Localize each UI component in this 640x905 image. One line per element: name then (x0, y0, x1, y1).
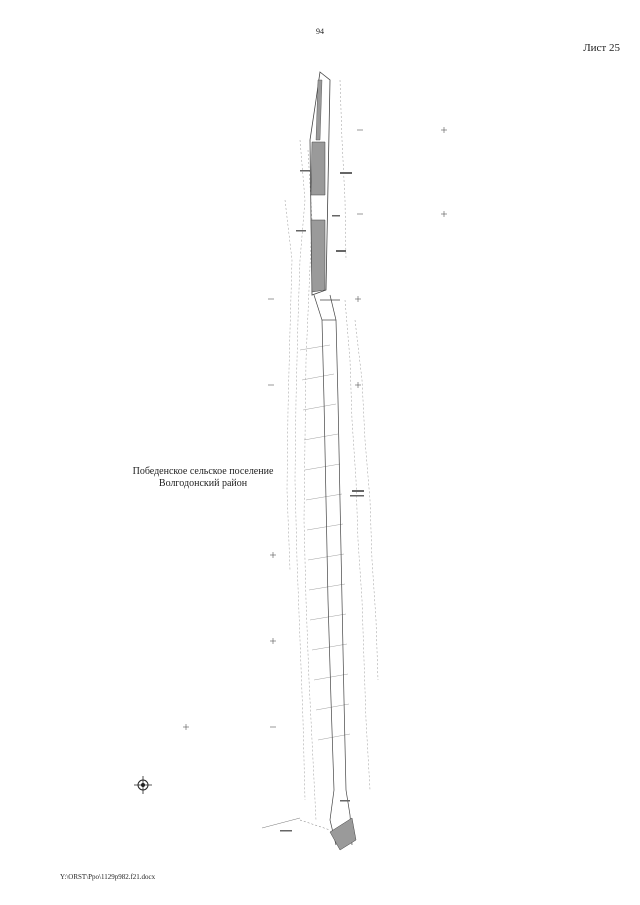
annotation-marks (280, 170, 364, 832)
southern-parcel (261, 817, 357, 851)
sheet-label: Лист 25 (583, 42, 620, 54)
district-name: Волгодонский район (158, 478, 248, 489)
shaded-parcel-upper (310, 141, 326, 196)
cross-ticks (299, 344, 351, 741)
corridor-strip (313, 294, 353, 846)
area-label: Победенское сельское поселение Волгодонс… (128, 466, 278, 490)
grid-crosses (183, 127, 447, 730)
file-path: Y:\ORST\Ppo\1129p982.f21.docx (60, 873, 156, 881)
contour-lines (284, 139, 317, 821)
shaded-parcel-lower (310, 219, 326, 293)
compass-icon (134, 776, 152, 794)
contour-lines-east (339, 79, 379, 791)
northern-parcel (309, 71, 331, 296)
settlement-name: Победенское сельское поселение (132, 466, 274, 477)
page-number: 94 (316, 27, 324, 36)
